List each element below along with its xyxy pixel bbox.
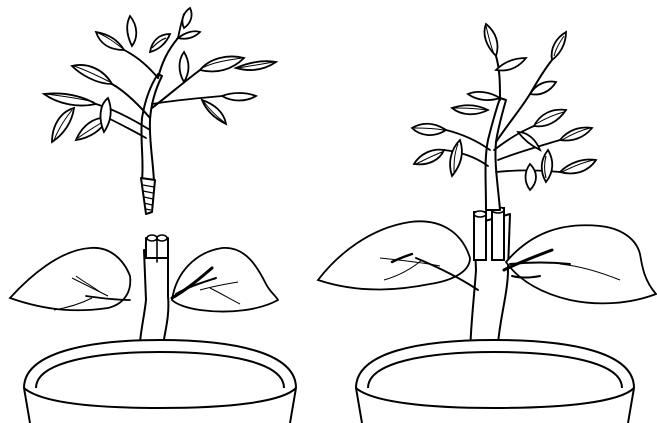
rootstock-leaf-left [10, 248, 130, 310]
scion-leaf [560, 160, 596, 174]
pot-rim-front [24, 388, 296, 408]
scion-leaf [496, 58, 526, 71]
left-panel [10, 8, 296, 423]
scion-wedge-cut [141, 178, 155, 214]
scion-leaf [560, 128, 592, 141]
scion-leaf [236, 61, 276, 70]
pot-rim-front [356, 388, 634, 408]
cleft-cut [146, 235, 168, 262]
rootstock-leaf-right [172, 248, 278, 312]
scion-leaf [450, 140, 462, 176]
rootstock-leaf-left [318, 221, 478, 290]
scion-leaf [101, 98, 111, 132]
scion-leaf [526, 164, 537, 190]
joined-scion [412, 24, 596, 210]
pot-left [24, 340, 296, 423]
rootstock-leaf-right [504, 225, 656, 303]
scion-leaf [44, 93, 96, 105]
scion-branch [124, 50, 158, 78]
scion-leaf [222, 93, 256, 101]
scion-leaf [52, 108, 74, 142]
union-left-half [474, 212, 486, 260]
scion-leaf [150, 34, 170, 52]
scion-leaf [72, 65, 112, 84]
right-panel [318, 24, 656, 423]
scion-leaf [552, 32, 566, 60]
scion-leaf [452, 105, 488, 114]
scion-leaf [530, 82, 556, 95]
scion-leaf [518, 132, 540, 150]
scion-leaf [180, 52, 189, 82]
scion-leaf [414, 150, 444, 165]
scion-leaf [542, 150, 553, 182]
pot-right [356, 340, 634, 423]
scion-branch [108, 118, 146, 138]
union-right-half [492, 208, 504, 260]
scion-leaf [127, 16, 136, 46]
scion-stem [141, 74, 162, 182]
scion-leaf [202, 100, 226, 124]
scion-leaf [534, 110, 566, 127]
scion-leaf [484, 24, 497, 56]
scion-cutting [44, 8, 276, 214]
scion-leaf [96, 32, 124, 50]
scion-leaf [182, 8, 191, 28]
scion-leaf [468, 92, 500, 100]
scion-leaf [178, 31, 200, 39]
scion-leaf [412, 124, 446, 135]
